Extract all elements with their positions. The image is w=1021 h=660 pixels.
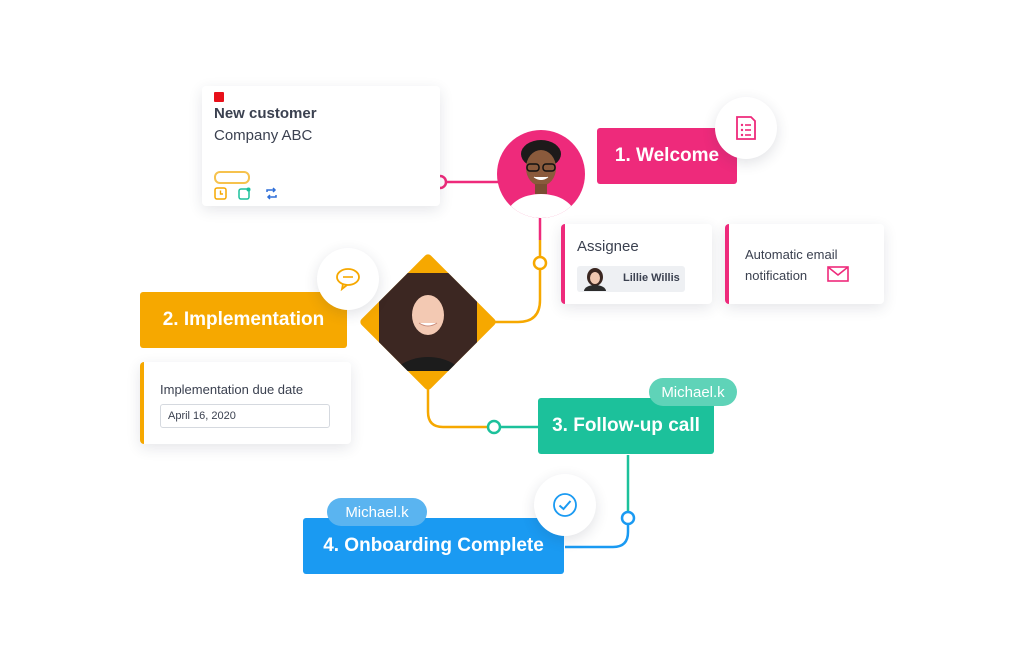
note-icon[interactable] [238,187,251,200]
email-line1: Automatic email [745,247,838,262]
assignee-name: Lillie Willis [623,272,680,284]
clock-icon[interactable] [214,187,227,200]
blue-connector [565,524,630,549]
blue-node [620,510,636,526]
comment-button[interactable] [317,248,379,310]
envelope-icon [827,266,849,282]
assignee-card[interactable]: Assignee Lillie Willis [561,224,712,304]
teal-node [486,419,502,435]
step-onboarding[interactable]: 4. Onboarding Complete [303,518,564,574]
form-button[interactable] [715,97,777,159]
person-illustration [507,140,575,218]
customer-subtitle: Company ABC [214,127,313,144]
assignee-avatar [584,268,606,291]
speech-bubble-icon [336,268,360,291]
due-date-label: Implementation due date [160,382,304,397]
orange-connector-top [488,240,542,324]
progress-pill [214,171,250,184]
follow-up-user-tag[interactable]: Michael.k [649,378,737,406]
onboarding-user-tag[interactable]: Michael.k [327,498,427,526]
new-customer-card[interactable]: New customer Company ABC [202,86,440,206]
orange-connector-bottom [426,382,490,429]
due-date-card[interactable]: Implementation due date April 16, 2020 [140,362,351,444]
orange-node-top [532,255,548,271]
check-circle-icon [553,493,577,517]
red-marker [214,92,224,102]
person-illustration-2 [358,252,498,392]
assignee-label: Assignee [577,238,639,255]
customer-title: New customer [214,105,317,122]
complete-button[interactable] [534,474,596,536]
step-implementation[interactable]: 2. Implementation [140,292,347,348]
step-follow-up[interactable]: 3. Follow-up call [538,398,714,454]
assignee-chip[interactable]: Lillie Willis [577,266,685,292]
form-list-icon [736,116,756,140]
avatar-welcome [497,130,585,218]
email-line2: notification [745,268,808,283]
step-welcome[interactable]: 1. Welcome [597,128,737,184]
due-date-value: April 16, 2020 [168,410,236,422]
email-notification-card[interactable]: Automatic email notification [725,224,884,304]
due-date-field[interactable]: April 16, 2020 [160,404,330,428]
repeat-icon[interactable] [265,187,278,200]
